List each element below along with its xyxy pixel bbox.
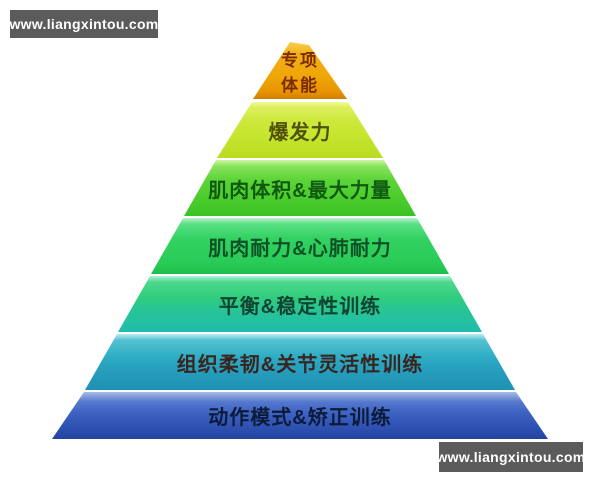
pyramid-level-1-specific-fitness: 专项 体能 <box>253 42 347 99</box>
pyramid-level-1-label: 专项 体能 <box>253 42 347 99</box>
pyramid-level-5-balance-stability: 平衡&稳定性训练 <box>118 276 482 332</box>
pyramid-level-7-movement-corrective: 动作模式&矫正训练 <box>52 392 548 439</box>
pyramid-level-1-line-1: 专项 <box>281 50 319 70</box>
watermark-top-left: www.liangxintou.com <box>9 10 159 38</box>
watermark-text: www.liangxintou.com <box>436 449 586 465</box>
watermark-text: www.liangxintou.com <box>9 16 159 32</box>
pyramid-level-3-label: 肌肉体积&最大力量 <box>208 179 392 202</box>
pyramid-level-4-label: 肌肉耐力&心肺耐力 <box>208 237 392 260</box>
pyramid-level-2-explosive-power: 爆发力 <box>217 102 383 158</box>
pyramid-level-6-label: 组织柔韧&关节灵活性训练 <box>176 353 424 376</box>
pyramid-level-7-label: 动作模式&矫正训练 <box>208 407 392 429</box>
watermark-bottom-right: www.liangxintou.com <box>436 442 586 472</box>
pyramid-level-1-line-2: 体能 <box>281 76 319 95</box>
pyramid-level-2-label: 爆发力 <box>268 121 332 144</box>
pyramid-level-4-muscular-cardio-endurance: 肌肉耐力&心肺耐力 <box>151 218 449 274</box>
pyramid-level-3-muscle-size-max-strength: 肌肉体积&最大力量 <box>184 160 416 216</box>
pyramid-level-6-flexibility-mobility: 组织柔韧&关节灵活性训练 <box>85 334 515 390</box>
pyramid-level-5-label: 平衡&稳定性训练 <box>218 295 382 318</box>
